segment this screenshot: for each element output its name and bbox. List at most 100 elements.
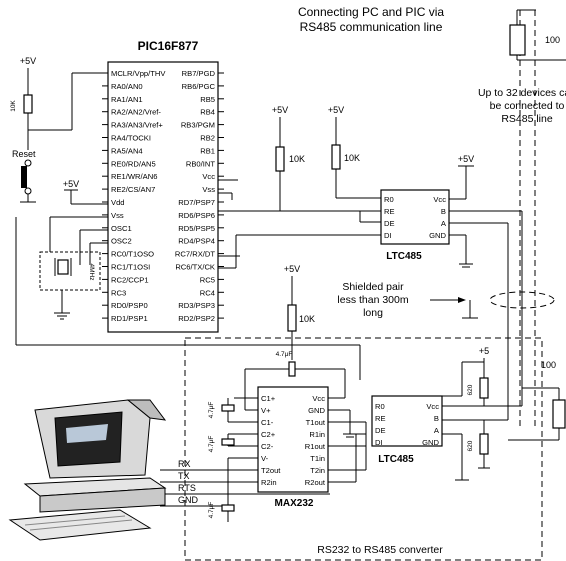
pin-label: RC2/CCP1 [111,275,149,284]
pin-label: Vcc [433,195,446,204]
cap-c2 [221,438,235,446]
pin-label: B [434,414,439,423]
oscillator-frame [39,251,101,291]
pin-label: R1in [309,430,325,439]
cable-note-line-1: Shielded pair [342,281,404,293]
pin-label: RC3 [111,288,126,297]
pin-label: RD4/PSP4 [178,237,215,246]
reset-button[interactable] [21,166,27,188]
pullup-2-supply: +5V [328,105,344,115]
bias-resistor-top [479,377,489,399]
pin-label: Vss [111,211,124,220]
pin-label: OSC1 [111,224,132,233]
pin-label: C2+ [261,430,276,439]
pin-label: RA3/AN3/Vref+ [111,121,163,130]
pin-label: MCLR/Vpp/THV [111,69,166,78]
cap-c1 [221,404,235,412]
cable-note-line-3: long [363,307,383,319]
pin-label: RB1 [200,146,215,155]
terminator-bottom-value: 100 [541,360,556,370]
pin-label: R2in [261,478,277,487]
pin-label: RC6/TX/CK [175,263,215,272]
pin-label: RC7/RX/DT [175,250,215,259]
pin-label: R2out [305,478,326,487]
max-pullup-resistor [287,304,297,332]
pin-label: RB0/INT [186,159,215,168]
pin-label: RA2/AN2/Vref- [111,108,161,117]
devices-note-line-1: Up to 32 devices can [478,87,566,99]
pullup-2-resistor [331,144,341,170]
pin-label: R0 [384,195,394,204]
serial-rx-label: RX [178,459,191,469]
reset-contact-top [24,159,32,167]
devices-note-line-2: be connected to [490,100,565,112]
pin-label: OSC2 [111,237,132,246]
pin-label: T2in [310,466,325,475]
pin-label: C2- [261,442,274,451]
ltc485-bottom-body [371,395,443,447]
pin-label: T2out [261,466,281,475]
pin-label: A [434,426,440,435]
pin-label: R0 [375,402,385,411]
pin-label: DE [384,219,395,228]
max232-body [257,386,329,493]
pin-label: RA4/TOCKI [111,134,151,143]
pin-label: R1out [305,442,326,451]
vdd-supply-label: +5V [63,179,79,189]
pin-label: RB6/PGC [182,82,216,91]
pin-label: GND [422,438,439,447]
pin-label: A [441,219,447,228]
pin-label: GND [429,231,446,240]
cap-top [288,361,296,377]
max232-name: MAX232 [275,498,314,509]
pin-label: RA5/AN4 [111,146,143,155]
bias-resistor-bottom [479,433,489,455]
pullup-1-value: 10K [289,154,305,164]
pin-label: RA0/AN0 [111,82,143,91]
cap-c3 [221,504,235,512]
pin-label: RD1/PSP1 [111,314,148,323]
pin-label: RD6/PSP6 [178,211,215,220]
pin-label: RE2/CS/AN7 [111,185,155,194]
bias-bottom-value: 620 [467,440,474,451]
reset-label: Reset [12,149,36,159]
pin-label: RE [375,414,386,423]
pullup-1-supply: +5V [272,105,288,115]
pin-label: RD0/PSP0 [111,301,148,310]
pin-label: RE0/RD/AN5 [111,159,156,168]
ltc485-top-body [380,189,450,245]
pin-label: RC1/T1OSI [111,263,150,272]
cap-c3-value: 4.7μF [208,502,215,519]
pin-label: DE [375,426,386,435]
pin-label: V+ [261,406,271,415]
pin-label: RB7/PGD [182,69,216,78]
cable-note-line-2: less than 300m [337,294,408,306]
pullup-1-resistor [275,146,285,172]
pic-right-pins: RB7/PGDRB6/PGCRB5RB4RB3/PGMRB2RB1RB0/INT… [175,69,224,323]
terminator-bottom [552,399,566,429]
cap-c2-value: 4.7μF [208,436,215,453]
pin-label: RE [384,207,395,216]
pin-label: RE1/WR/AN6 [111,172,157,181]
pin-label: Vss [202,185,215,194]
cable-arrow [458,297,466,303]
pin-label: GND [308,406,325,415]
ltc485-top-name: LTC485 [386,251,422,262]
max-supply-label: +5V [284,264,300,274]
pin-label: RB3/PGM [181,121,215,130]
diagram-title-line-1: Connecting PC and PIC via [298,5,444,19]
pin-label: T1out [306,418,326,427]
pc-computer [8,399,167,541]
pin-label: RD3/PSP3 [178,301,215,310]
pin-label: RD5/PSP5 [178,224,215,233]
pin-label: Vdd [111,198,125,207]
pullup-2-value: 10K [344,153,360,163]
shielded-pair-ellipse [489,291,555,309]
